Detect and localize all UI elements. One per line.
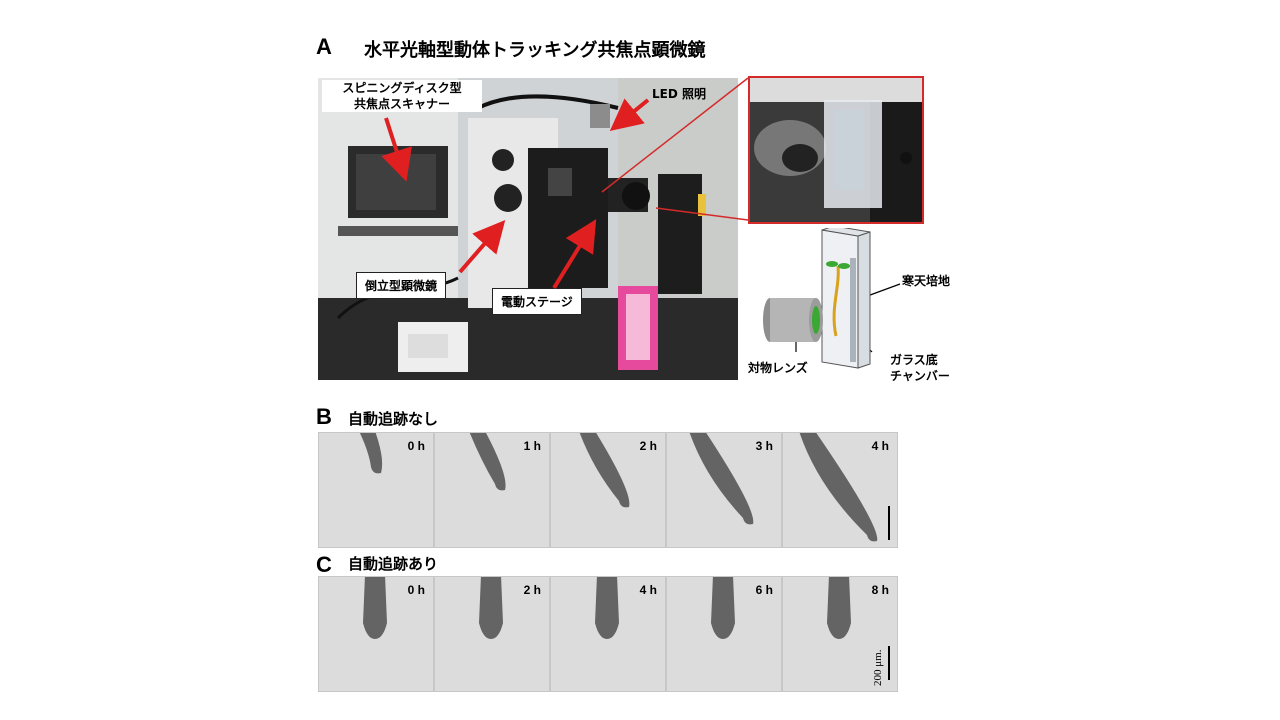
panel-b-title: 自動追跡なし bbox=[348, 410, 439, 428]
panel-c-title: 自動追跡あり bbox=[348, 555, 439, 573]
agar-label: 寒天培地 bbox=[902, 274, 951, 288]
motorized-stage-label: 電動ステージ bbox=[492, 288, 582, 315]
panel-b-frame: 1 h bbox=[434, 432, 550, 548]
panel-c-frame: 2 h bbox=[434, 576, 550, 692]
panel-b-frame: 2 h bbox=[550, 432, 666, 548]
panel-c-frame: 8 h bbox=[782, 576, 898, 692]
panel-b-root-image bbox=[799, 433, 878, 542]
panel-c-root-image bbox=[827, 577, 851, 639]
microscope-photo bbox=[318, 78, 738, 380]
glass-chamber-label-line1: ガラス底 bbox=[890, 353, 938, 367]
panel-b-time-label: 1 h bbox=[523, 439, 541, 453]
panel-b-root-image bbox=[359, 433, 383, 474]
inset-illustration bbox=[750, 78, 922, 222]
panel-c-root-image bbox=[595, 577, 619, 639]
panel-c-time-label: 2 h bbox=[523, 583, 541, 597]
panel-c-letter: C bbox=[316, 552, 332, 577]
panel-c-root-image bbox=[363, 577, 387, 639]
spinning-disk-label-line2: 共焦点スキャナー bbox=[353, 97, 450, 111]
panel-a-letter: A bbox=[316, 34, 332, 59]
panel-a-title: 水平光軸型動体トラッキング共焦点顕微鏡 bbox=[364, 40, 706, 61]
glass-chamber-label: ガラス底 チャンバー bbox=[890, 352, 950, 384]
glass-chamber-label-line2: チャンバー bbox=[890, 369, 950, 383]
objective-label: 対物レンズ bbox=[748, 361, 808, 375]
panel-b-scale-bar bbox=[888, 506, 890, 540]
inverted-microscope-label: 倒立型顕微鏡 bbox=[356, 272, 447, 299]
spinning-disk-label: スピニングディスク型 共焦点スキャナー bbox=[322, 80, 482, 112]
panel-c-scale-label: 200 μm. bbox=[872, 649, 884, 686]
chamber-diagram bbox=[763, 228, 871, 369]
panel-b-frame: 4 h bbox=[782, 432, 898, 548]
panel-c-time-label: 4 h bbox=[639, 583, 657, 597]
panel-b-time-label: 2 h bbox=[639, 439, 657, 453]
microscope-illustration bbox=[318, 78, 738, 380]
panel-b-root-image bbox=[469, 433, 506, 491]
panel-c-frame: 4 h bbox=[550, 576, 666, 692]
led-label: LED 照明 bbox=[652, 87, 706, 101]
panel-c-frame: 6 h bbox=[666, 576, 782, 692]
panel-c-frame: 0 h bbox=[318, 576, 434, 692]
panel-b-root-image bbox=[579, 433, 630, 508]
panel-b-time-label: 4 h bbox=[871, 439, 889, 453]
panel-b-letter: B bbox=[316, 404, 332, 429]
panel-b-time-label: 3 h bbox=[755, 439, 773, 453]
inset-photo bbox=[748, 76, 924, 224]
panel-b-frame: 0 h bbox=[318, 432, 434, 548]
panel-b-time-label: 0 h bbox=[407, 439, 425, 453]
panel-b-frame: 3 h bbox=[666, 432, 782, 548]
spinning-disk-label-line1: スピニングディスク型 bbox=[342, 81, 462, 95]
panel-c-root-image bbox=[711, 577, 735, 639]
panel-c-root-image bbox=[479, 577, 503, 639]
panel-c-scale-bar bbox=[888, 646, 890, 680]
panel-c-time-label: 6 h bbox=[755, 583, 773, 597]
panel-b-root-image bbox=[689, 433, 754, 525]
panel-c-time-label: 0 h bbox=[407, 583, 425, 597]
panel-c-time-label: 8 h bbox=[871, 583, 889, 597]
